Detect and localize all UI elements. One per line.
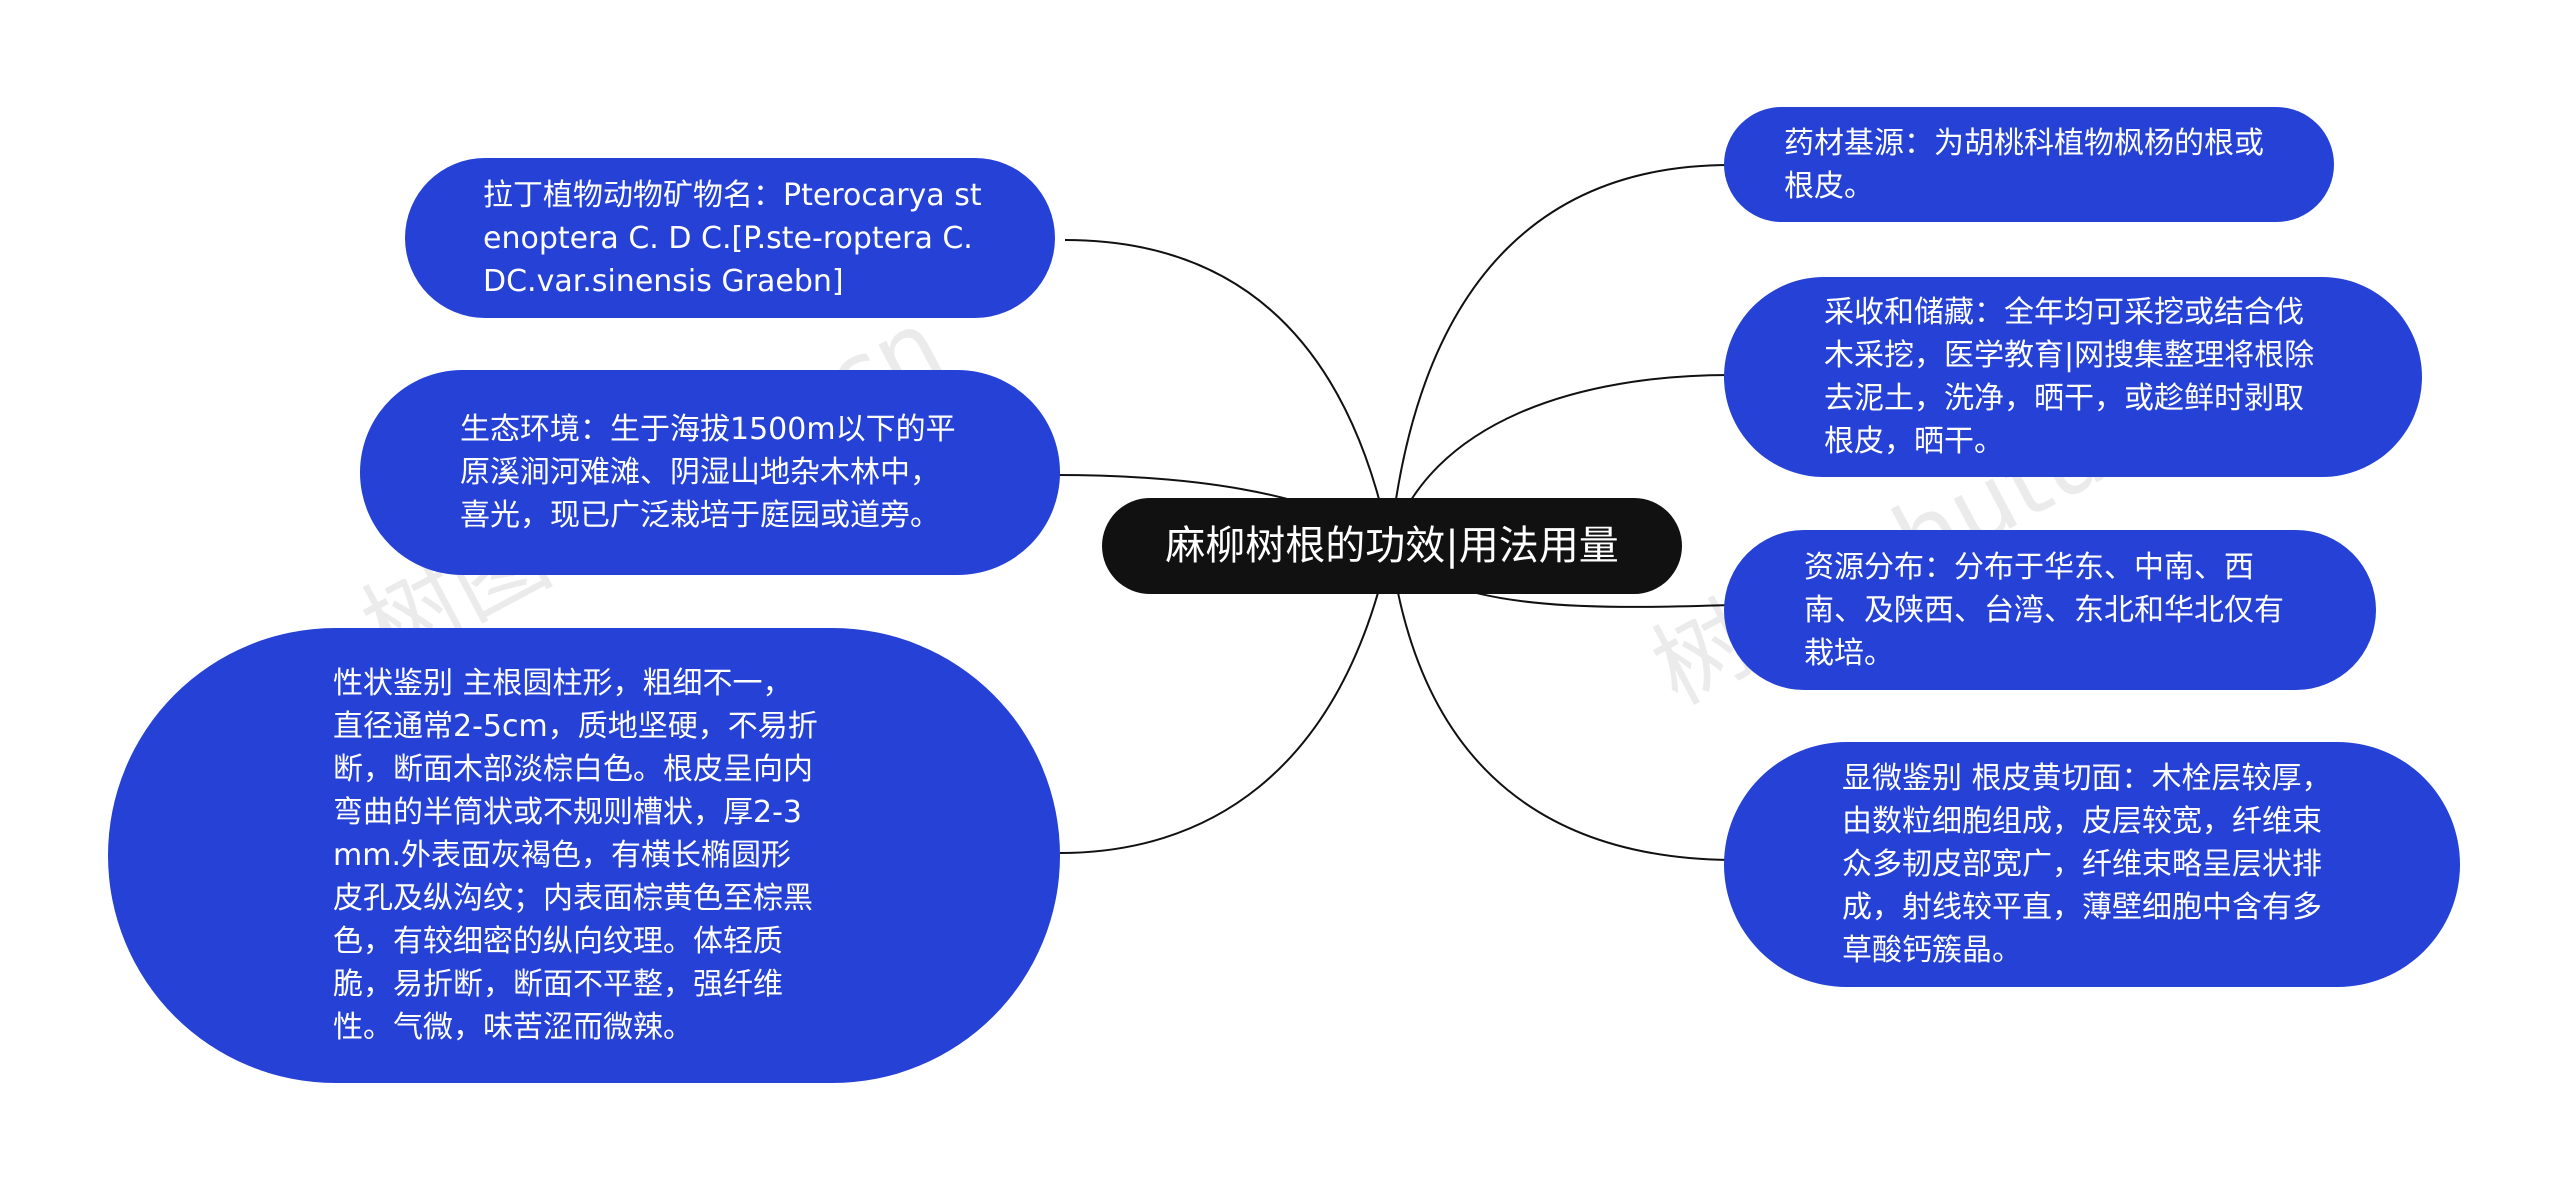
node-harvest[interactable]: 采收和储藏：全年均可采挖或结合伐木采挖，医学教育|网搜集整理将根除去泥土，洗净，… <box>1724 277 2422 477</box>
link-microscopy <box>1389 544 1731 861</box>
center-topic-title: 麻柳树根的功效|用法用量 <box>1165 523 1619 569</box>
link-identification <box>1059 544 1391 854</box>
link-source <box>1389 164 1731 546</box>
link-latin-name <box>1064 239 1391 546</box>
node-microscopy-text: 显微鉴别 根皮黄切面：木栓层较厚，由数粒细胞组成，皮层较宽，纤维束众多韧皮部宽广… <box>1842 761 2332 968</box>
node-latin-name[interactable]: 拉丁植物动物矿物名：Pterocarya stenoptera C. D C.[… <box>405 158 1055 318</box>
node-habitat[interactable]: 生态环境：生于海拔1500m以下的平原溪涧河难滩、阴湿山地杂木林中，喜光，现已广… <box>360 370 1060 575</box>
node-habitat-text: 生态环境：生于海拔1500m以下的平原溪涧河难滩、阴湿山地杂木林中，喜光，现已广… <box>460 412 956 533</box>
node-source[interactable]: 药材基源：为胡桃科植物枫杨的根或根皮。 <box>1724 107 2334 222</box>
node-distribution-text: 资源分布：分布于华东、中南、西南、及陕西、台湾、东北和华北仅有栽培。 <box>1804 549 2284 671</box>
node-distribution[interactable]: 资源分布：分布于华东、中南、西南、及陕西、台湾、东北和华北仅有栽培。 <box>1724 530 2376 690</box>
node-identification-text: 性状鉴别 主根圆柱形，粗细不一，直径通常2-5cm，质地坚硬，不易折断，断面木部… <box>333 666 818 1045</box>
node-identification[interactable]: 性状鉴别 主根圆柱形，粗细不一，直径通常2-5cm，质地坚硬，不易折断，断面木部… <box>108 628 1060 1083</box>
node-latin-name-text: 拉丁植物动物矿物名：Pterocarya stenoptera C. D C.[… <box>483 177 982 299</box>
center-topic[interactable]: 麻柳树根的功效|用法用量 <box>1102 498 1682 594</box>
node-harvest-text: 采收和储藏：全年均可采挖或结合伐木采挖，医学教育|网搜集整理将根除去泥土，洗净，… <box>1824 295 2315 459</box>
node-source-text: 药材基源：为胡桃科植物枫杨的根或根皮。 <box>1784 125 2264 204</box>
node-microscopy[interactable]: 显微鉴别 根皮黄切面：木栓层较厚，由数粒细胞组成，皮层较宽，纤维束众多韧皮部宽广… <box>1724 742 2460 987</box>
